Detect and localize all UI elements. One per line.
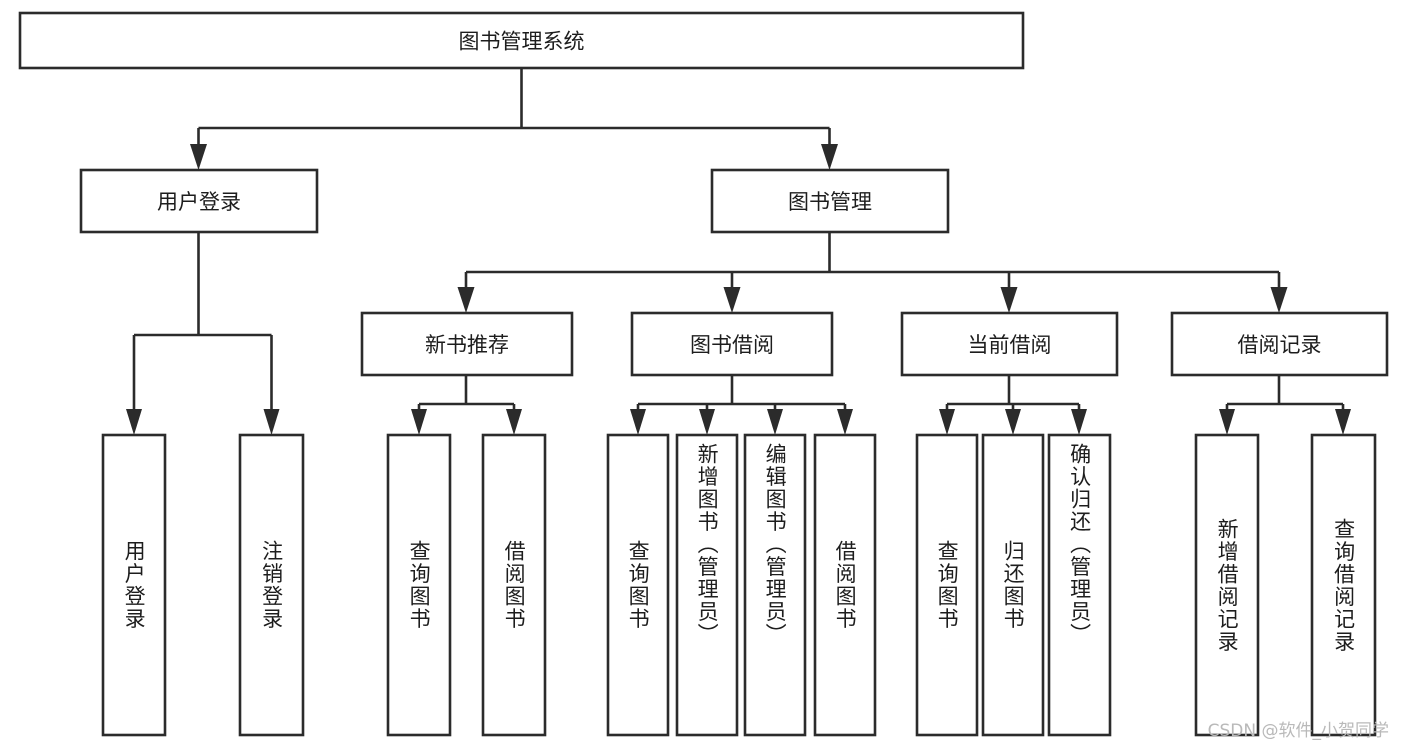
leaf-borrow-book-box[interactable]	[813, 433, 877, 737]
arrow-root-to-user-login	[190, 144, 207, 170]
node-book-borrow-box[interactable]	[630, 311, 834, 377]
arrow-to-leaf-add-book	[699, 409, 715, 435]
node-borrow-record[interactable]: 借阅记录	[1170, 311, 1389, 377]
node-book-borrow-label: 图书借阅	[690, 333, 774, 357]
node-user-login-label: 用户登录	[157, 190, 241, 214]
leaf-query-book-cur-box[interactable]	[915, 433, 979, 737]
node-book-manage-box[interactable]	[710, 168, 950, 234]
arrow-to-leaf-edit-book	[767, 409, 783, 435]
arrow-to-current-borrow	[1000, 287, 1018, 313]
connector-group-book-borrow	[630, 375, 853, 435]
leaf-query-book-rec-box[interactable]	[386, 433, 452, 737]
node-book-borrow[interactable]: 图书借阅	[630, 311, 834, 377]
leaf-user-login-box[interactable]	[101, 433, 167, 737]
node-current-borrow[interactable]: 当前借阅	[900, 311, 1119, 377]
leaf-confirm-return-box[interactable]	[1047, 433, 1112, 737]
leaf-query-book-borrow-box[interactable]	[606, 433, 670, 737]
node-book-manage[interactable]: 图书管理	[710, 168, 950, 234]
node-borrow-record-label: 借阅记录	[1238, 333, 1322, 357]
node-book-manage-label: 图书管理	[788, 190, 872, 214]
node-root-label: 图书管理系统	[459, 30, 585, 54]
arrow-to-leaf-user-login	[126, 409, 142, 435]
arrow-to-book-borrow	[723, 287, 741, 313]
arrow-to-leaf-return-book	[1005, 409, 1021, 435]
connector-group-borrow-record	[1219, 375, 1351, 435]
leaf-borrow-book-rec-box[interactable]	[481, 433, 547, 737]
leaf-return-book-box[interactable]	[981, 433, 1045, 737]
leaf-user-logout-box[interactable]	[238, 433, 305, 737]
leaf-query-record-box[interactable]	[1310, 433, 1377, 737]
arrow-to-leaf-query-book-borrow	[630, 409, 646, 435]
arrow-to-leaf-borrow-book-rec	[506, 409, 522, 435]
connector-group-book-manage	[457, 232, 1288, 313]
connector-group-new-book-rec	[411, 375, 522, 435]
arrow-to-leaf-query-book-cur	[939, 409, 955, 435]
node-new-book-rec[interactable]: 新书推荐	[360, 311, 574, 377]
arrow-to-leaf-confirm-return	[1071, 409, 1087, 435]
arrow-root-to-book-manage	[821, 144, 838, 170]
leaf-edit-book-box[interactable]	[743, 433, 807, 737]
leaf-add-record-box[interactable]	[1194, 433, 1260, 737]
arrow-to-leaf-borrow-book	[837, 409, 853, 435]
leaf-add-book-box[interactable]	[675, 433, 739, 737]
node-user-login-box[interactable]	[79, 168, 319, 234]
arrow-to-leaf-query-book-rec	[411, 409, 427, 435]
connector-group-root	[190, 68, 838, 170]
node-new-book-rec-label: 新书推荐	[425, 333, 509, 357]
arrow-to-leaf-add-record	[1219, 409, 1235, 435]
arrow-to-new-book-rec	[457, 287, 475, 313]
node-root[interactable]: 图书管理系统	[18, 11, 1025, 70]
connector-group-current-borrow	[939, 375, 1087, 435]
arrow-to-borrow-record	[1270, 287, 1288, 313]
node-root-box[interactable]	[18, 11, 1025, 70]
connector-group-user-login	[126, 232, 280, 435]
arrow-to-leaf-query-record	[1335, 409, 1351, 435]
node-new-book-rec-box[interactable]	[360, 311, 574, 377]
node-user-login[interactable]: 用户登录	[79, 168, 319, 234]
node-current-borrow-label: 当前借阅	[968, 333, 1052, 357]
node-current-borrow-box[interactable]	[900, 311, 1119, 377]
arrow-to-leaf-user-logout	[263, 409, 280, 435]
node-borrow-record-box[interactable]	[1170, 311, 1389, 377]
